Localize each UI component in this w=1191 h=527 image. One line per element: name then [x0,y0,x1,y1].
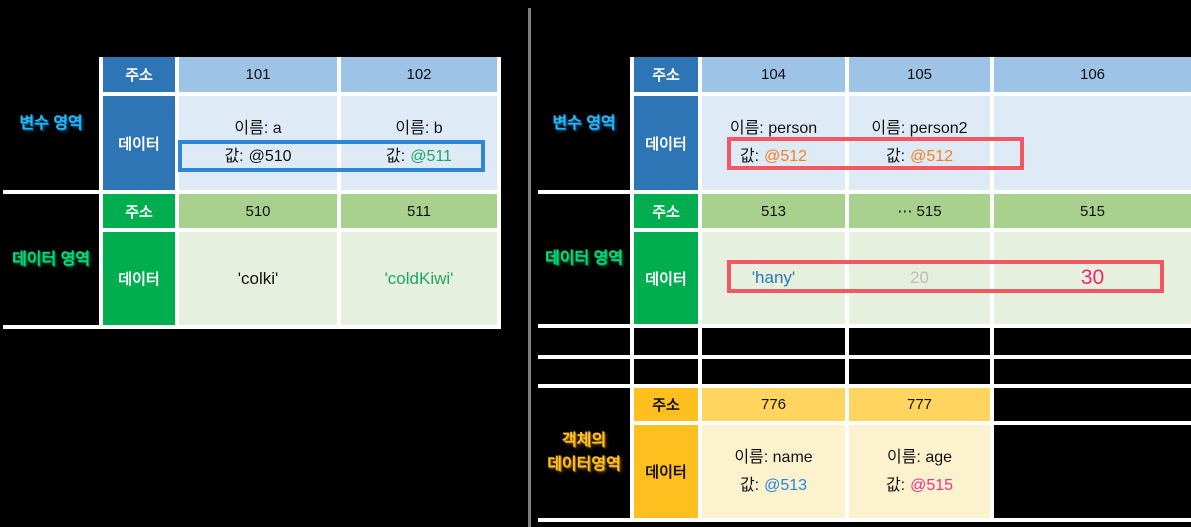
data-header-cell: 데이터 [634,232,698,324]
data-area-label: 데이터 영역 [544,250,624,267]
variable-area-label: 변수 영역 [19,114,83,132]
address-cell: 776 [702,388,845,421]
address-cell: 104 [702,57,845,92]
address-cell: ⋯ 515 [849,194,990,228]
left-data-area-label-cell: 데이터 영역 [3,194,99,325]
black-spacer-cell [538,359,630,384]
pointer-value: @512 [764,148,808,165]
value-label: 값: [885,476,906,494]
address-cell: 106 [994,57,1191,92]
data-value-cell: 20 [849,232,990,324]
object-entry-cell: 이름: name 값:@513 [702,425,845,518]
pointer-value: @512 [910,148,954,165]
variable-entry-cell: 이름: person2 값:@512 [849,96,990,190]
value-label: 값: [224,148,244,165]
address-header-cell: 주소 [634,194,698,228]
black-spacer-cell [634,359,698,384]
black-spacer-cell [994,359,1191,384]
entry-value-line: 값:@513 [740,472,807,500]
address-cell: 105 [849,57,990,92]
entry-value-line: 값:@510 [224,143,291,171]
object-area-label-line2: 데이터영역 [547,456,621,473]
entry-value-line: 값:@511 [386,143,452,171]
data-header-cell: 데이터 [103,232,175,325]
value-label: 값: [386,148,406,165]
address-header-cell: 주소 [634,57,698,92]
data-value-cell: 'coldKiwi' [341,232,497,325]
address-cell: 102 [341,57,497,92]
black-spacer-cell [994,328,1191,355]
empty-object-data-cell [994,425,1191,518]
entry-value-line: 값:@512 [886,143,953,171]
blue-highlight-box [178,140,485,172]
entry-value-line: 값:@512 [740,143,807,171]
right-data-area-label-cell: 데이터 영역 [538,194,630,324]
black-spacer-cell [634,328,698,355]
address-cell: 777 [849,388,990,421]
data-value-cell: 'hany' [702,232,845,324]
black-spacer-cell [702,359,845,384]
address-header-cell: 주소 [103,57,175,92]
address-header-cell: 주소 [634,388,698,421]
pointer-value: @513 [764,476,808,494]
data-header-cell: 데이터 [634,425,698,518]
address-cell: 510 [179,194,337,228]
red-highlight-box-variables [727,137,1024,170]
empty-variable-cell [994,96,1191,190]
object-area-label-line1: 객체의 [561,432,607,449]
pointer-value: @515 [910,476,954,494]
panel-divider-line [528,8,531,527]
data-value-cell: 30 [994,232,1191,324]
black-spacer-cell [538,328,630,355]
value-label: 값: [739,476,760,494]
right-variable-area-label-cell: 변수 영역 [538,57,630,190]
address-cell: 101 [179,57,337,92]
entry-name-line: 이름: a [234,120,282,137]
black-spacer-cell [702,328,845,355]
entry-name-line: 이름: b [395,120,443,137]
object-data-area-label-cell: 객체의 데이터영역 [538,388,630,518]
empty-object-address-cell [994,388,1191,421]
object-entry-cell: 이름: age 값:@515 [849,425,990,518]
left-variable-area-label-cell: 변수 영역 [3,57,99,190]
data-value-cell: 'colki' [179,232,337,325]
value-label: 값: [885,148,906,165]
variable-entry-cell: 이름: person 값:@512 [702,96,845,190]
data-area-label: 데이터 영역 [11,250,91,268]
entry-name-line: 이름: person2 [871,120,968,137]
left-memory-table: 변수 영역 주소 101 102 데이터 이름: a 값:@510 이름: b … [3,57,501,329]
pointer-value: @511 [410,148,452,165]
address-cell: 513 [702,194,845,228]
entry-name-line: 이름: person [729,120,818,137]
entry-value-line: 값:@515 [886,472,953,500]
address-cell: 511 [341,194,497,228]
pointer-value: @510 [248,148,292,165]
address-header-cell: 주소 [103,194,175,228]
variable-area-label: 변수 영역 [552,114,616,132]
black-spacer-cell [849,359,990,384]
data-header-cell: 데이터 [634,96,698,190]
entry-name-line: 이름: age [886,448,953,466]
value-label: 값: [739,148,760,165]
red-highlight-box-data [727,260,1164,293]
black-spacer-cell [849,328,990,355]
address-cell: 515 [994,194,1191,228]
entry-name-line: 이름: name [734,448,813,466]
data-header-cell: 데이터 [103,96,175,190]
